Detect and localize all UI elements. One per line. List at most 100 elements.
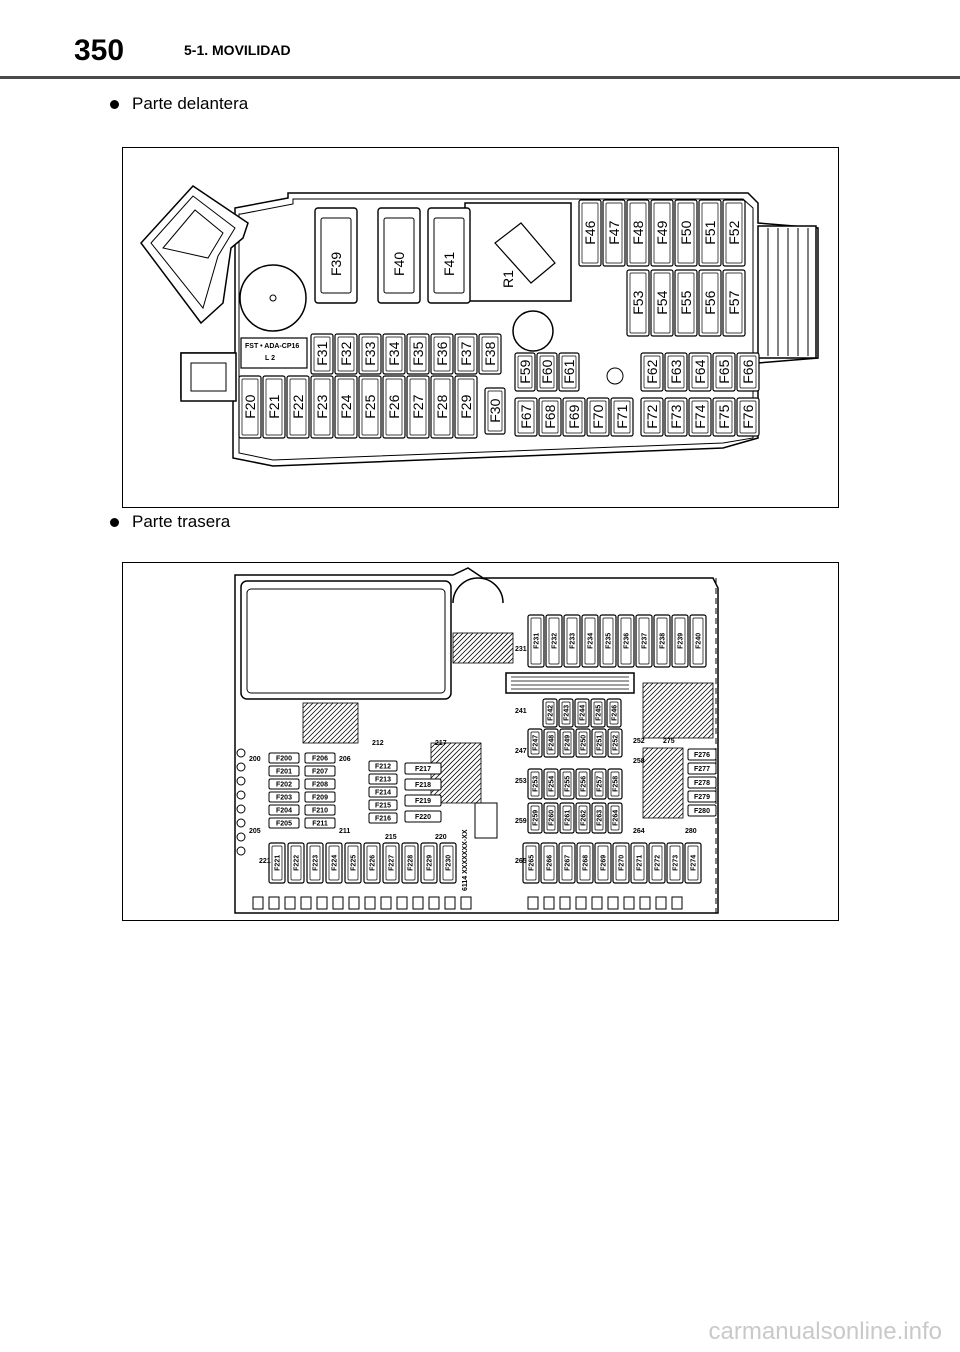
fuse-f37: F37	[454, 333, 478, 375]
fuse-f40: F40	[377, 207, 421, 304]
svg-text:F47: F47	[606, 220, 622, 244]
svg-text:F242: F242	[547, 705, 554, 721]
svg-text:F22: F22	[290, 394, 306, 418]
svg-text:F213: F213	[375, 777, 391, 784]
marker-231: 231	[515, 646, 527, 653]
svg-text:F277: F277	[694, 766, 710, 773]
fuse-f247: F247	[527, 728, 543, 758]
svg-text:F215: F215	[375, 803, 391, 810]
svg-text:F224: F224	[331, 855, 338, 871]
svg-text:F24: F24	[338, 394, 354, 418]
fuse-f50: F50	[674, 199, 698, 267]
svg-text:F75: F75	[716, 404, 732, 428]
bullet-icon	[110, 99, 119, 109]
marker-206: 206	[339, 756, 351, 763]
fuse-f203: F203	[268, 791, 300, 803]
svg-text:F237: F237	[641, 633, 648, 649]
svg-text:F268: F268	[582, 855, 589, 871]
fuse-f210: F210	[304, 804, 336, 816]
svg-text:F206: F206	[312, 756, 328, 763]
svg-text:F230: F230	[445, 855, 452, 871]
svg-text:F249: F249	[564, 735, 571, 751]
fuse-f61: F61	[558, 352, 580, 392]
svg-text:F72: F72	[644, 404, 660, 428]
svg-text:F255: F255	[564, 776, 571, 792]
svg-text:F234: F234	[587, 633, 594, 649]
svg-text:F231: F231	[533, 633, 540, 649]
svg-text:F272: F272	[654, 855, 661, 871]
svg-text:F56: F56	[702, 290, 718, 314]
fuse-f243: F243	[558, 698, 574, 728]
bullet-icon	[110, 517, 119, 527]
svg-text:F49: F49	[654, 220, 670, 244]
svg-text:F251: F251	[596, 735, 603, 751]
fuse-f21: F21	[262, 375, 286, 439]
fuse-f248: F248	[543, 728, 559, 758]
fuse-f246: F246	[606, 698, 622, 728]
fuse-f271: F271	[630, 842, 648, 884]
marker-241: 241	[515, 708, 527, 715]
fuse-f66: F66	[736, 352, 760, 392]
svg-text:F278: F278	[694, 780, 710, 787]
svg-text:F202: F202	[276, 782, 292, 789]
svg-text:F26: F26	[386, 394, 402, 418]
fuse-f279: F279	[687, 790, 717, 803]
fuse-f207: F207	[304, 765, 336, 777]
marker-259: 259	[515, 818, 527, 825]
svg-text:F203: F203	[276, 795, 292, 802]
fuse-f26: F26	[382, 375, 406, 439]
svg-text:F232: F232	[551, 633, 558, 649]
svg-text:F266: F266	[546, 855, 553, 871]
svg-text:F65: F65	[716, 359, 732, 383]
svg-text:F29: F29	[458, 394, 474, 418]
fuse-f216: F216	[368, 812, 398, 824]
svg-text:F32: F32	[338, 341, 354, 365]
svg-text:F246: F246	[611, 705, 618, 721]
svg-text:F25: F25	[362, 394, 378, 418]
fuse-f71: F71	[610, 397, 634, 437]
svg-text:F263: F263	[596, 810, 603, 826]
marker-264: 264	[633, 828, 645, 835]
fuse-f35: F35	[406, 333, 430, 375]
svg-text:F209: F209	[312, 795, 328, 802]
code-text: 6114 XXXXXXX-XX	[462, 829, 469, 891]
section-rear-label: Parte trasera	[132, 512, 231, 531]
fuse-f219: F219	[404, 794, 442, 807]
svg-text:F226: F226	[369, 855, 376, 871]
fuse-f60: F60	[536, 352, 558, 392]
fuse-f231: F231	[527, 614, 545, 668]
fuse-f31: F31	[310, 333, 334, 375]
svg-text:F27: F27	[410, 394, 426, 418]
chapter-title: 5-1. MOVILIDAD	[184, 42, 291, 58]
fuse-f48: F48	[626, 199, 650, 267]
fuse-f236: F236	[617, 614, 635, 668]
relay-label: R1	[500, 270, 516, 288]
fuse-f265: F265	[522, 842, 540, 884]
svg-text:F262: F262	[580, 810, 587, 826]
fuse-f56: F56	[698, 269, 722, 337]
fuse-f251: F251	[591, 728, 607, 758]
svg-text:F220: F220	[415, 814, 431, 821]
fuse-f238: F238	[653, 614, 671, 668]
fuse-f73: F73	[664, 397, 688, 437]
fuse-f63: F63	[664, 352, 688, 392]
svg-text:F66: F66	[740, 359, 756, 383]
fuse-f212: F212	[368, 760, 398, 772]
svg-text:F217: F217	[415, 766, 431, 773]
fuse-f250: F250	[575, 728, 591, 758]
fuse-f70: F70	[586, 397, 610, 437]
fuse-f75: F75	[712, 397, 736, 437]
fuse-f267: F267	[558, 842, 576, 884]
fuse-f211: F211	[304, 817, 336, 829]
fuse-f28: F28	[430, 375, 454, 439]
svg-text:F61: F61	[561, 359, 577, 383]
fuse-f228: F228	[401, 842, 419, 884]
svg-text:F48: F48	[630, 220, 646, 244]
fuse-f277: F277	[687, 762, 717, 775]
marker-200: 200	[249, 756, 261, 763]
svg-text:F216: F216	[375, 816, 391, 823]
fuse-f223: F223	[306, 842, 324, 884]
fuse-f257: F257	[591, 768, 607, 800]
